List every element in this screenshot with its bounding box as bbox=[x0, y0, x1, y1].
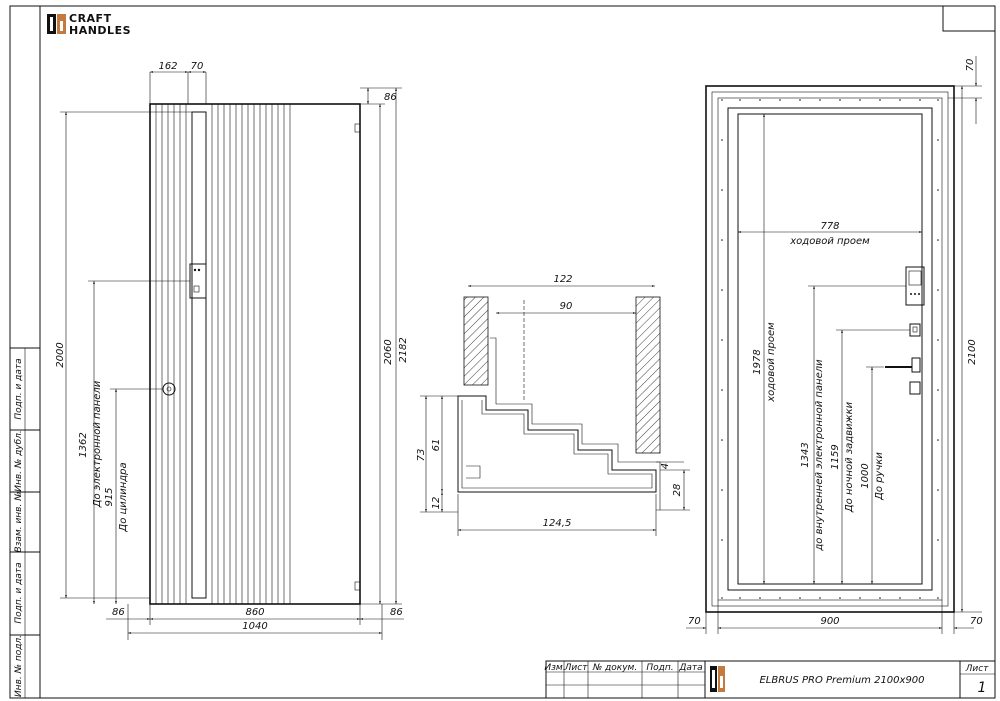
back-inner-frame bbox=[727, 107, 933, 591]
dim-86-top: 86 bbox=[384, 92, 397, 103]
dim-2000: 2000 bbox=[55, 342, 66, 367]
dim-1362: 1362 bbox=[78, 432, 89, 457]
front-view: 162 70 86 2060 2182 2000 1362 До электро… bbox=[55, 61, 409, 640]
dim-86-right: 86 bbox=[390, 607, 403, 618]
dim-70-top: 70 bbox=[965, 59, 976, 72]
stamp-sign-date-1: Подп. и дата bbox=[14, 358, 24, 419]
note-to-panel: До электронной панели bbox=[92, 380, 103, 508]
dim-915: 915 bbox=[104, 487, 115, 506]
front-slats bbox=[155, 104, 291, 604]
tb-header-doc: № докум. bbox=[592, 663, 637, 673]
dim-86-left: 86 bbox=[112, 607, 125, 618]
stamp-orig-inv: Инв. № подл. bbox=[14, 635, 24, 697]
stamp-dup-inv: Инв. № дубл. bbox=[14, 430, 24, 492]
stamp-sign-date-2: Подп. и дата bbox=[14, 562, 24, 623]
night-latch bbox=[909, 323, 921, 337]
dim-73: 73 bbox=[416, 449, 427, 462]
section-view: 122 90 73 61 12 4 28 124,5 bbox=[416, 274, 690, 536]
dim-2060: 2060 bbox=[383, 339, 394, 364]
lock-cylinder bbox=[162, 382, 176, 396]
dim-860: 860 bbox=[245, 607, 264, 618]
dim-70: 70 bbox=[191, 61, 204, 72]
dim-900: 900 bbox=[820, 616, 839, 627]
dim-4: 4 bbox=[660, 463, 671, 469]
stamp-replace-inv: Взам. инв. № bbox=[14, 491, 24, 552]
dim-124-5: 124,5 bbox=[543, 518, 572, 529]
back-view: 70 2100 778 ходовой проем 1978 ходовой п… bbox=[686, 56, 983, 634]
dim-12: 12 bbox=[431, 497, 442, 510]
dim-70-right: 70 bbox=[970, 616, 983, 627]
brand-logo: CRAFT HANDLES bbox=[47, 12, 131, 37]
note-clear-opening-h: ходовой проем bbox=[789, 236, 870, 247]
dim-70-left: 70 bbox=[688, 616, 701, 627]
front-door-leaf bbox=[149, 103, 361, 605]
note-to-cylinder: До цилиндра bbox=[118, 462, 129, 532]
dim-28: 28 bbox=[672, 484, 683, 497]
dim-1000: 1000 bbox=[860, 463, 871, 488]
title-block: Изм. Лист № докум. Подп. Дата ELBRUS PRO… bbox=[544, 660, 996, 699]
note-clear-opening-v: ходовой проем bbox=[766, 322, 777, 403]
side-stamp: Подп. и дата Инв. № дубл. Взам. инв. № П… bbox=[9, 347, 41, 699]
note-inner-panel: до внутренней электронной панели bbox=[814, 359, 825, 552]
tb-header-sheet: Лист bbox=[564, 663, 589, 673]
dim-1159: 1159 bbox=[830, 444, 841, 469]
tb-header-date: Дата bbox=[678, 663, 702, 673]
dim-162: 162 bbox=[158, 61, 177, 72]
dim-90: 90 bbox=[560, 301, 573, 312]
dim-2182: 2182 bbox=[398, 337, 409, 362]
drawing-title: ELBRUS PRO Premium 2100x900 bbox=[759, 675, 924, 686]
dim-1040: 1040 bbox=[242, 621, 267, 632]
sheet-number: 1 bbox=[978, 680, 987, 696]
front-handle-bar bbox=[191, 111, 207, 599]
tb-header-change: Изм. bbox=[544, 663, 565, 673]
dim-122: 122 bbox=[553, 274, 572, 285]
inner-handle bbox=[911, 357, 921, 373]
brand-line1: CRAFT bbox=[69, 12, 112, 25]
back-clear-opening bbox=[737, 113, 923, 585]
brand-line2: HANDLES bbox=[69, 24, 131, 37]
back-outer-frame bbox=[705, 85, 955, 613]
sheet-label: Лист bbox=[965, 664, 990, 674]
tb-header-sign: Подп. bbox=[646, 663, 673, 673]
dim-61: 61 bbox=[431, 439, 442, 452]
note-night-latch: До ночной задвижки bbox=[844, 401, 855, 513]
dim-2100: 2100 bbox=[967, 339, 978, 364]
note-handle: До ручки bbox=[874, 452, 885, 501]
title-block-logo bbox=[710, 666, 725, 692]
dim-1343: 1343 bbox=[800, 442, 811, 467]
sheet-frame bbox=[9, 5, 996, 699]
frame-profile bbox=[457, 395, 657, 493]
dim-778: 778 bbox=[820, 221, 839, 232]
dim-1978: 1978 bbox=[752, 349, 763, 374]
